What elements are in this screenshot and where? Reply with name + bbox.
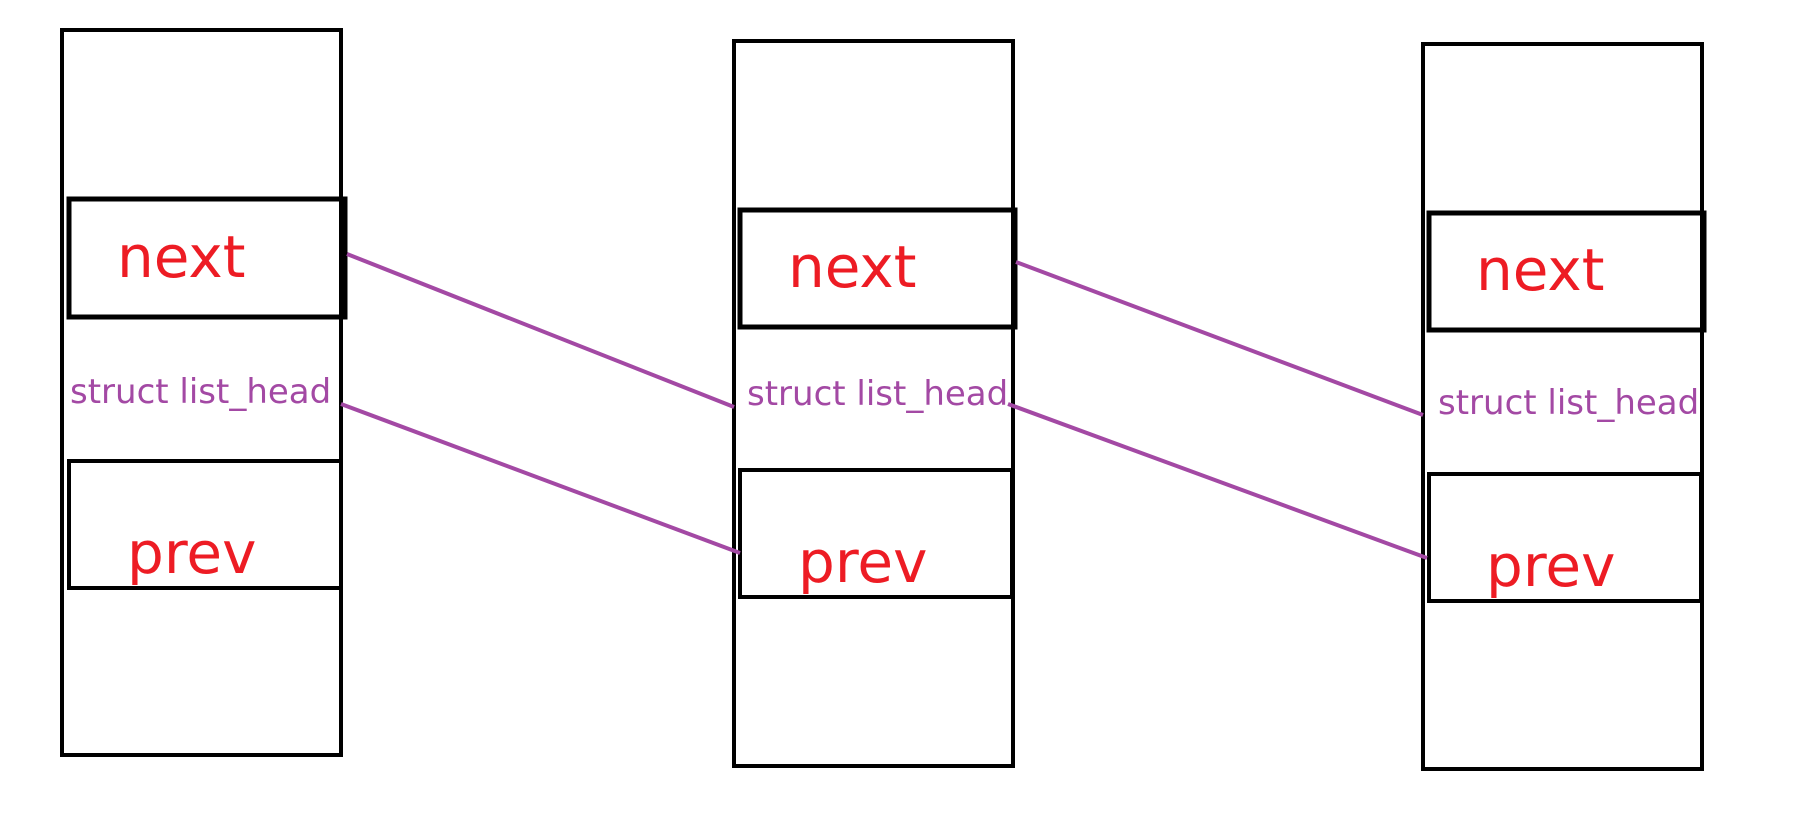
node-1-prev-label: prev [127,519,256,587]
link-node1-next-to-node2 [346,252,735,409]
node-3-struct-label: struct list_head [1438,383,1699,423]
link-node1-struct-to-node2-prev [340,402,741,555]
list-node-1: next struct list_head prev [60,28,348,757]
link-node2-struct-to-node3-prev [1007,402,1428,560]
node-2-prev-box [738,468,1014,599]
node-1-prev-box [67,459,343,590]
node-2-struct-label: struct list_head [747,374,1008,414]
node-3-prev-label: prev [1486,532,1615,600]
node-1-outer-box [60,28,343,757]
node-3-prev-box [1427,472,1703,603]
list-node-3: next struct list_head prev [1421,42,1707,771]
link-node2-next-to-node3 [1015,260,1424,417]
node-3-next-label: next [1476,236,1605,304]
node-2-next-box [737,207,1018,330]
node-1-next-box [66,196,348,320]
node-1-next-label: next [117,223,246,291]
node-3-next-box [1426,210,1707,333]
list-node-2: next struct list_head prev [732,39,1018,768]
node-2-next-label: next [788,233,917,301]
node-3-outer-box [1421,42,1704,771]
node-2-outer-box [732,39,1015,768]
node-1-struct-label: struct list_head [70,372,331,412]
node-2-prev-label: prev [798,528,927,596]
